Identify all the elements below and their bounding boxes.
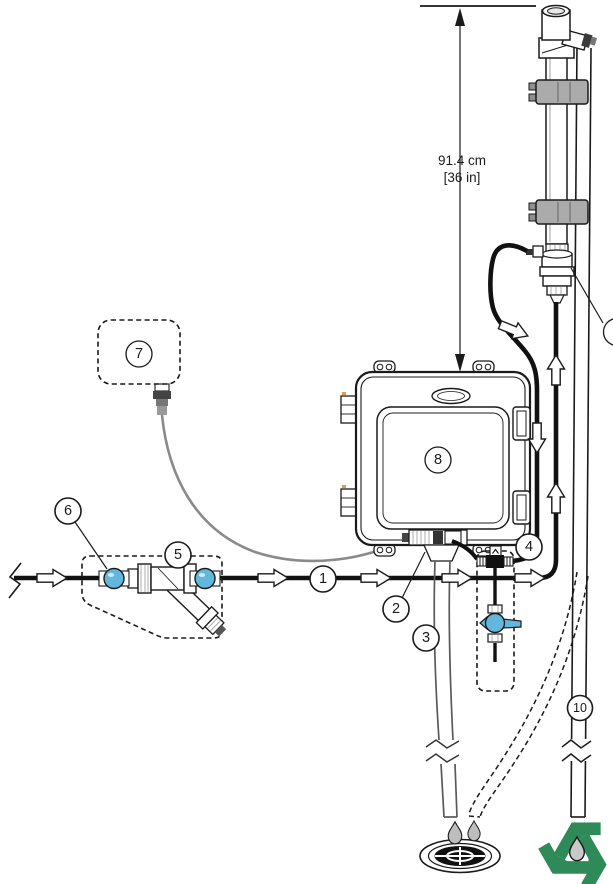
floor-drain-icon bbox=[419, 820, 501, 874]
line-break-icon bbox=[8, 562, 22, 599]
push-fit-release bbox=[489, 545, 502, 557]
cable-connector bbox=[153, 383, 171, 415]
hinge bbox=[340, 488, 358, 517]
callout-leader bbox=[74, 521, 108, 570]
pipe-clamp bbox=[528, 199, 589, 225]
callout-5: 5 bbox=[164, 541, 192, 569]
sample-point-fitting bbox=[526, 243, 575, 304]
dimension-metric-label: 91.4 cm bbox=[438, 153, 486, 168]
shutoff-valve bbox=[98, 567, 130, 590]
callout-6-label: 6 bbox=[64, 503, 72, 519]
callout-3-label: 3 bbox=[422, 630, 430, 646]
flow-arrow-icon bbox=[257, 568, 289, 588]
tee-fitting bbox=[486, 555, 504, 568]
strainer-assembly bbox=[81, 555, 227, 639]
dimension-imperial-label: [36 in] bbox=[444, 170, 481, 185]
callout-10-label: 10 bbox=[573, 701, 587, 715]
callout-10: 10 bbox=[566, 694, 594, 722]
callout-2-label: 2 bbox=[392, 601, 400, 617]
sample-outlet-barb bbox=[532, 245, 544, 258]
callout-leader bbox=[570, 267, 604, 324]
sample-standpipe bbox=[526, 4, 597, 304]
bypass-drain-tube bbox=[468, 571, 589, 818]
y-strainer-body bbox=[127, 563, 197, 594]
callout-7: 7 bbox=[125, 340, 153, 368]
latch bbox=[512, 490, 531, 525]
callout-1-label: 1 bbox=[319, 571, 327, 587]
valve-handle bbox=[502, 618, 522, 629]
analyzer-drain-tube bbox=[425, 560, 460, 818]
hinge bbox=[340, 395, 358, 424]
flush-valve bbox=[479, 604, 522, 643]
callout-5-label: 5 bbox=[174, 547, 182, 563]
callout-7-label: 7 bbox=[135, 346, 143, 362]
flow-arrow-icon bbox=[514, 568, 546, 588]
callout-4: 4 bbox=[515, 533, 543, 561]
latch bbox=[512, 406, 531, 441]
callout-9-partial bbox=[602, 318, 613, 346]
callout-4-label: 4 bbox=[525, 539, 533, 555]
dimension-indicator: 91.4 cm [36 in] bbox=[438, 8, 486, 372]
shutoff-valve bbox=[189, 567, 221, 590]
strainer-kit-outline bbox=[81, 555, 223, 639]
optional-controller-outline bbox=[97, 319, 181, 385]
return-tube bbox=[561, 43, 593, 818]
recycle-icon bbox=[543, 813, 613, 884]
enclosure-bottom-fitting bbox=[402, 529, 468, 562]
enclosure-handle-recess bbox=[431, 387, 471, 405]
flow-arrow-icon bbox=[441, 568, 473, 588]
pipe-break-icon bbox=[425, 739, 460, 749]
pipe-break-icon bbox=[425, 753, 460, 763]
overflow-tee-fitting bbox=[538, 4, 597, 59]
callout-1: 1 bbox=[309, 565, 337, 593]
flow-arrow-icon bbox=[546, 354, 566, 386]
pipe-clamp bbox=[528, 79, 589, 105]
water-drop-icon bbox=[467, 820, 481, 842]
flow-arrow-icon bbox=[546, 482, 566, 514]
flow-arrow-icon bbox=[360, 568, 392, 588]
drain-funnel bbox=[423, 544, 460, 562]
callout-6: 6 bbox=[54, 497, 82, 525]
callout-8: 8 bbox=[424, 446, 452, 474]
callout-3: 3 bbox=[412, 624, 440, 652]
enclosure-outlet-tube bbox=[451, 539, 479, 561]
overflow-barb bbox=[581, 33, 593, 48]
water-drop-icon bbox=[447, 821, 463, 845]
flow-arrow-icon bbox=[36, 568, 68, 588]
sensor-cable bbox=[153, 383, 404, 563]
callout-8-label: 8 bbox=[434, 452, 442, 468]
callout-2: 2 bbox=[382, 595, 410, 623]
sample-tee-valve-assembly bbox=[476, 545, 522, 692]
pipe-break-icon bbox=[561, 753, 592, 763]
pipe-break-icon bbox=[561, 739, 592, 749]
callout-leader bbox=[401, 551, 426, 599]
